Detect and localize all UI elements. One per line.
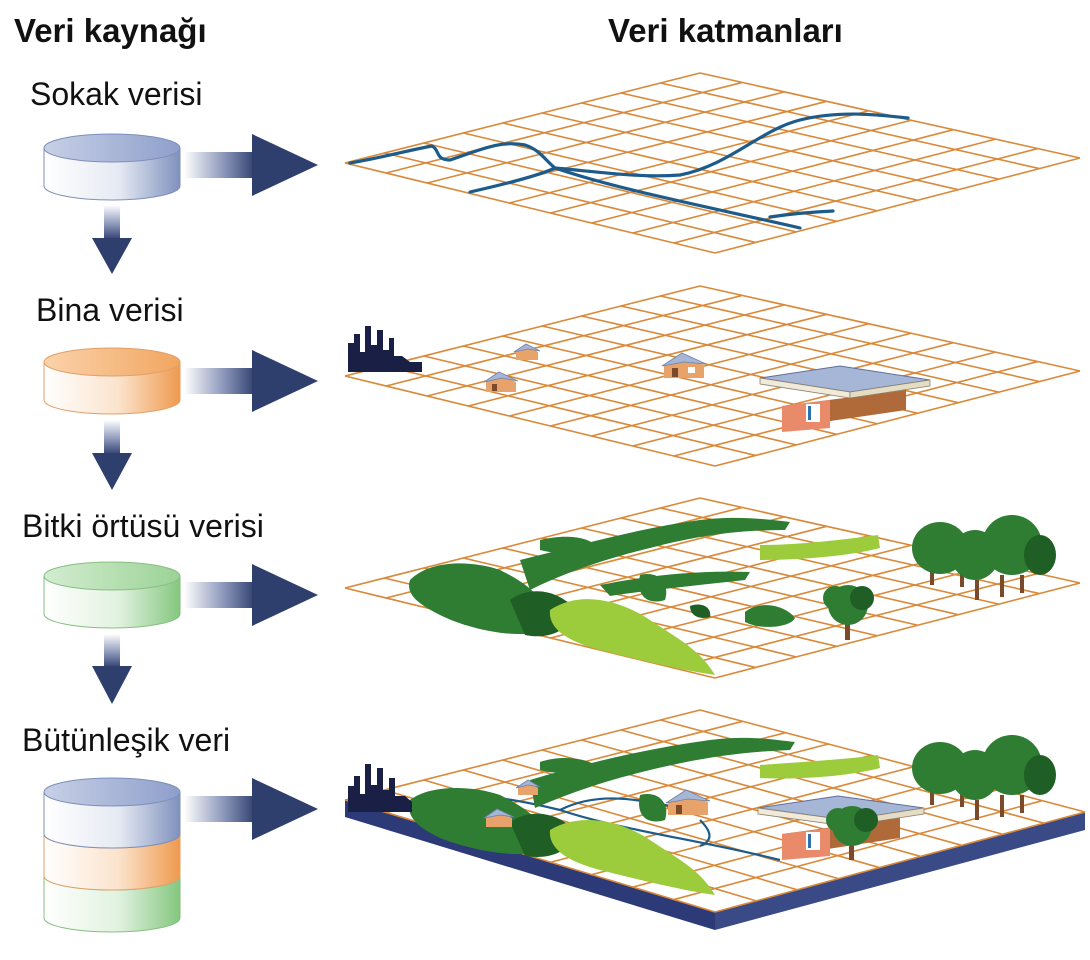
grid-line bbox=[673, 799, 1043, 901]
grid-line bbox=[591, 341, 954, 437]
down-arrow-icon bbox=[92, 420, 132, 490]
building-layer-plane bbox=[344, 285, 1081, 467]
grid-line bbox=[632, 563, 996, 659]
grid-line bbox=[714, 582, 1081, 679]
small-house-icon bbox=[665, 789, 711, 815]
grid-line bbox=[384, 152, 756, 244]
grid-line bbox=[550, 332, 912, 427]
down-arrow-icon bbox=[92, 205, 132, 274]
grid-line bbox=[673, 147, 1038, 244]
integrated-data-cylinder-stack bbox=[43, 777, 181, 933]
grid-line bbox=[632, 138, 996, 234]
right-arrow-icon bbox=[184, 564, 318, 626]
grid-line bbox=[344, 72, 701, 164]
building-data-label: Bina verisi bbox=[36, 292, 184, 328]
small-house-icon bbox=[661, 352, 707, 378]
grid-line bbox=[344, 497, 701, 589]
vegetation-data-cylinder bbox=[43, 561, 181, 629]
small-house-icon bbox=[483, 808, 515, 827]
right-arrow-icon bbox=[184, 134, 318, 196]
grid-line bbox=[632, 351, 996, 447]
grid-line bbox=[468, 313, 827, 407]
city-silhouette-icon bbox=[348, 326, 422, 372]
grid-line bbox=[581, 102, 959, 191]
large-building-icon bbox=[759, 365, 931, 432]
street-data-cylinder bbox=[43, 133, 181, 201]
street-network bbox=[348, 112, 910, 230]
down-arrow-icon bbox=[92, 634, 132, 704]
small-house-icon bbox=[483, 371, 519, 392]
small-house-icon bbox=[515, 779, 541, 795]
vegetation-data-label: Bitki örtüsü verisi bbox=[22, 508, 264, 544]
small-house-icon bbox=[513, 343, 541, 360]
vegetation-patches bbox=[409, 517, 880, 675]
tree-icon bbox=[826, 806, 878, 860]
integrated-vegetation bbox=[409, 737, 880, 895]
grid-line bbox=[385, 81, 743, 174]
grid-line bbox=[620, 92, 1000, 180]
grid-line bbox=[502, 122, 878, 212]
right-arrow-icon bbox=[184, 778, 318, 840]
grid-line bbox=[660, 82, 1040, 170]
tree-cluster-icon bbox=[912, 735, 1056, 820]
street-data-label: Sokak verisi bbox=[30, 76, 203, 112]
grid-line bbox=[714, 811, 1086, 913]
integrated-data-label: Bütünleşik veri bbox=[22, 722, 231, 758]
grid-line bbox=[620, 305, 1000, 393]
grid-line bbox=[463, 345, 837, 436]
grid-line bbox=[714, 157, 1081, 254]
source-column-header: Veri kaynağı bbox=[14, 12, 207, 49]
grid-line bbox=[427, 91, 785, 184]
grid-line bbox=[384, 365, 756, 457]
grid-line bbox=[423, 355, 797, 446]
tree-cluster-icon bbox=[912, 515, 1056, 600]
right-arrow-icon bbox=[184, 350, 318, 412]
layers-column-header: Veri katmanları bbox=[608, 12, 843, 49]
grid-line bbox=[385, 294, 743, 387]
tree-icon bbox=[823, 585, 874, 640]
building-data-cylinder bbox=[43, 347, 181, 415]
grid-line bbox=[714, 370, 1081, 467]
grid-line bbox=[509, 110, 870, 204]
grid-line bbox=[660, 295, 1040, 383]
grid-line bbox=[699, 285, 1081, 372]
grid-line bbox=[344, 375, 716, 467]
grid-line bbox=[344, 162, 716, 254]
grid-line bbox=[344, 709, 701, 801]
grid-line bbox=[591, 128, 954, 224]
grid-line bbox=[423, 142, 797, 233]
grid-line bbox=[550, 119, 912, 214]
city-silhouette-icon bbox=[348, 764, 412, 812]
